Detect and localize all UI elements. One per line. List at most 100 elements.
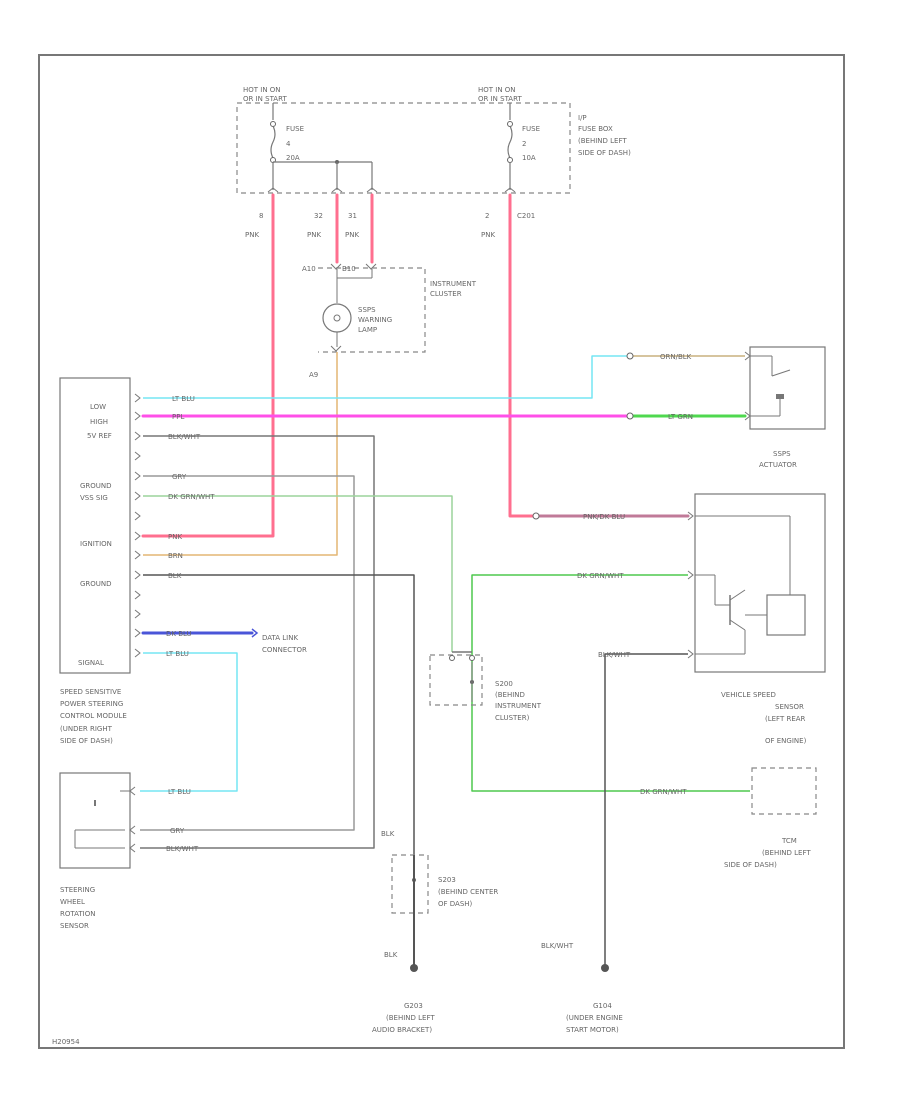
ground-g203-icon: [410, 964, 418, 972]
module-pin-mark: [134, 550, 141, 560]
module-pin-mark: [134, 628, 141, 638]
tcm-wire: DK GRN/WHT: [640, 788, 687, 796]
module-wire-blk: BLK: [168, 572, 182, 580]
s200-label-2: (BEHIND: [495, 691, 525, 699]
ground-g104: BLK/WHT G104 (UNDER ENGINE START MOTOR): [541, 942, 623, 1034]
ground-g203: G203 (BEHIND LEFT AUDIO BRACKET): [372, 964, 435, 1034]
module-pin-ground: GROUND: [80, 482, 112, 490]
fuse-box: HOT IN ON OR IN START HOT IN ON OR IN ST…: [236, 86, 631, 194]
module-label-5: SIDE OF DASH): [60, 737, 113, 745]
hot-label-2b: OR IN START: [478, 95, 522, 103]
lamp-label-2: WARNING: [358, 316, 392, 324]
vss-label-4: OF ENGINE): [765, 737, 807, 745]
fuse1-rating: 20A: [286, 154, 300, 162]
g203-label-1: G203: [404, 1002, 423, 1010]
module-pin-mark: [134, 570, 141, 580]
g104-label-3: START MOTOR): [566, 1026, 619, 1034]
actuator-label-1: SSPS: [773, 450, 791, 458]
splice-s203: BLK S203 (BEHIND CENTER OF DASH) BLK: [381, 830, 498, 968]
fuse1-name: FUSE: [286, 125, 304, 133]
s203-label-2: (BEHIND CENTER: [438, 888, 498, 896]
fusebox-label-3: (BEHIND LEFT: [578, 137, 627, 145]
s203-blk-2: BLK: [384, 951, 398, 959]
vehicle-speed-sensor: PNK/DK BLU DK GRN/WHT BLK/WHT VEHICLE SP…: [532, 493, 826, 745]
wire-pnk-ignition: [141, 193, 275, 538]
module-pin-mark: [134, 590, 141, 600]
s200-label-3: INSTRUMENT: [495, 702, 542, 710]
fusebox-label-4: SIDE OF DASH): [578, 149, 631, 157]
wire-pnk-4: PNK: [481, 231, 495, 239]
module-pin-mark: [134, 393, 141, 403]
pin-31: 31: [348, 212, 357, 220]
module-pin-low: LOW: [90, 403, 106, 411]
wire-blk-ground: [143, 574, 415, 855]
ssps-actuator: ORN/BLK LT GRN SSPS ACTUATOR: [626, 346, 826, 469]
tcm-label-1: TCM: [781, 837, 797, 845]
module-label-3: CONTROL MODULE: [60, 712, 127, 720]
control-module: LOW HIGH 5V REF GROUND VSS SIG IGNITION …: [59, 377, 215, 745]
module-pin-ignition: IGNITION: [80, 540, 112, 548]
vss-wire-blk-wht: BLK/WHT: [598, 651, 631, 659]
module-pin-mark: [134, 471, 141, 481]
vss-label-3: (LEFT REAR: [765, 715, 806, 723]
wire-lt-blu-low: [143, 355, 627, 399]
pin-8: 8: [259, 212, 263, 220]
module-wire-ppl: PPL: [172, 413, 184, 421]
footer-code: H20954: [52, 1038, 80, 1046]
module-wire-lt-blu: LT BLU: [172, 395, 195, 403]
g203-label-3: AUDIO BRACKET): [372, 1026, 432, 1034]
wire-gry: [140, 475, 355, 831]
dlc-label-2: CONNECTOR: [262, 646, 307, 654]
actuator-wire-orn-blk: ORN/BLK: [660, 353, 692, 361]
wire-dk-grn-wht-vss: [471, 574, 750, 792]
tcm-label-3: SIDE OF DASH): [724, 861, 777, 869]
s203-blk: BLK: [381, 830, 395, 838]
module-label-2: POWER STEERING: [60, 700, 123, 708]
splice-s200: S200 (BEHIND INSTRUMENT CLUSTER): [429, 654, 542, 722]
wire-blk-wht-5v: [140, 435, 375, 849]
module-pin-mark: [134, 609, 141, 619]
cluster-label-2: CLUSTER: [430, 290, 462, 298]
ground-g104-icon: [601, 964, 609, 972]
wire-brn: [143, 352, 338, 556]
module-pin-high: HIGH: [90, 418, 108, 426]
instrument-cluster: A10 B10 SSPS WARNING LAMP INSTRUMENT CLU…: [302, 263, 477, 379]
module-wire-gry: GRY: [172, 473, 187, 481]
vss-wire-pnk-dkblu: PNK/DK BLU: [583, 513, 625, 521]
module-pin-mark: [134, 648, 141, 658]
steering-wire-gry: GRY: [170, 827, 185, 835]
connector-c201: C201: [517, 212, 535, 220]
steering-wire-blk-wht: BLK/WHT: [166, 845, 199, 853]
s203-label-3: OF DASH): [438, 900, 473, 908]
wire-pnk-2: PNK: [307, 231, 321, 239]
vss-wire-dk-grn-wht: DK GRN/WHT: [577, 572, 624, 580]
g104-label-2: (UNDER ENGINE: [566, 1014, 623, 1022]
fusebox-label-2: FUSE BOX: [578, 125, 613, 133]
steering-label-4: SENSOR: [60, 922, 89, 930]
cluster-label-1: INSTRUMENT: [430, 280, 477, 288]
steering-label-1: STEERING: [60, 886, 95, 894]
module-pin-mark: [134, 491, 141, 501]
pin-2: 2: [485, 212, 489, 220]
module-pin-ground-2: GROUND: [80, 580, 112, 588]
steering-sensor: LT BLU GRY BLK/WHT STEERING WHEEL ROTATI…: [59, 772, 199, 930]
module-pin-mark: [134, 411, 141, 421]
pin-b10: B10: [342, 265, 356, 273]
lamp-label-1: SSPS: [358, 306, 376, 314]
fuse2-number: 2: [522, 140, 526, 148]
steering-label-3: ROTATION: [60, 910, 95, 918]
wire-blk-wht-g104: [604, 653, 688, 968]
wire-lt-blu-signal: [140, 652, 238, 792]
s200-label-1: S200: [495, 680, 513, 688]
module-wire-lt-blu-2: LT BLU: [166, 650, 189, 658]
tcm: DK GRN/WHT TCM (BEHIND LEFT SIDE OF DASH…: [640, 767, 817, 869]
dlc-label-1: DATA LINK: [262, 634, 298, 642]
hot-label-1a: HOT IN ON: [243, 86, 281, 94]
steering-wire-lt-blu: LT BLU: [168, 788, 191, 796]
s203-label-1: S203: [438, 876, 456, 884]
g203-label-2: (BEHIND LEFT: [386, 1014, 435, 1022]
module-wire-brn: BRN: [168, 552, 183, 560]
module-label-4: (UNDER RIGHT: [60, 725, 113, 733]
fuse2-name: FUSE: [522, 125, 540, 133]
vss-label-2: SENSOR: [775, 703, 804, 711]
